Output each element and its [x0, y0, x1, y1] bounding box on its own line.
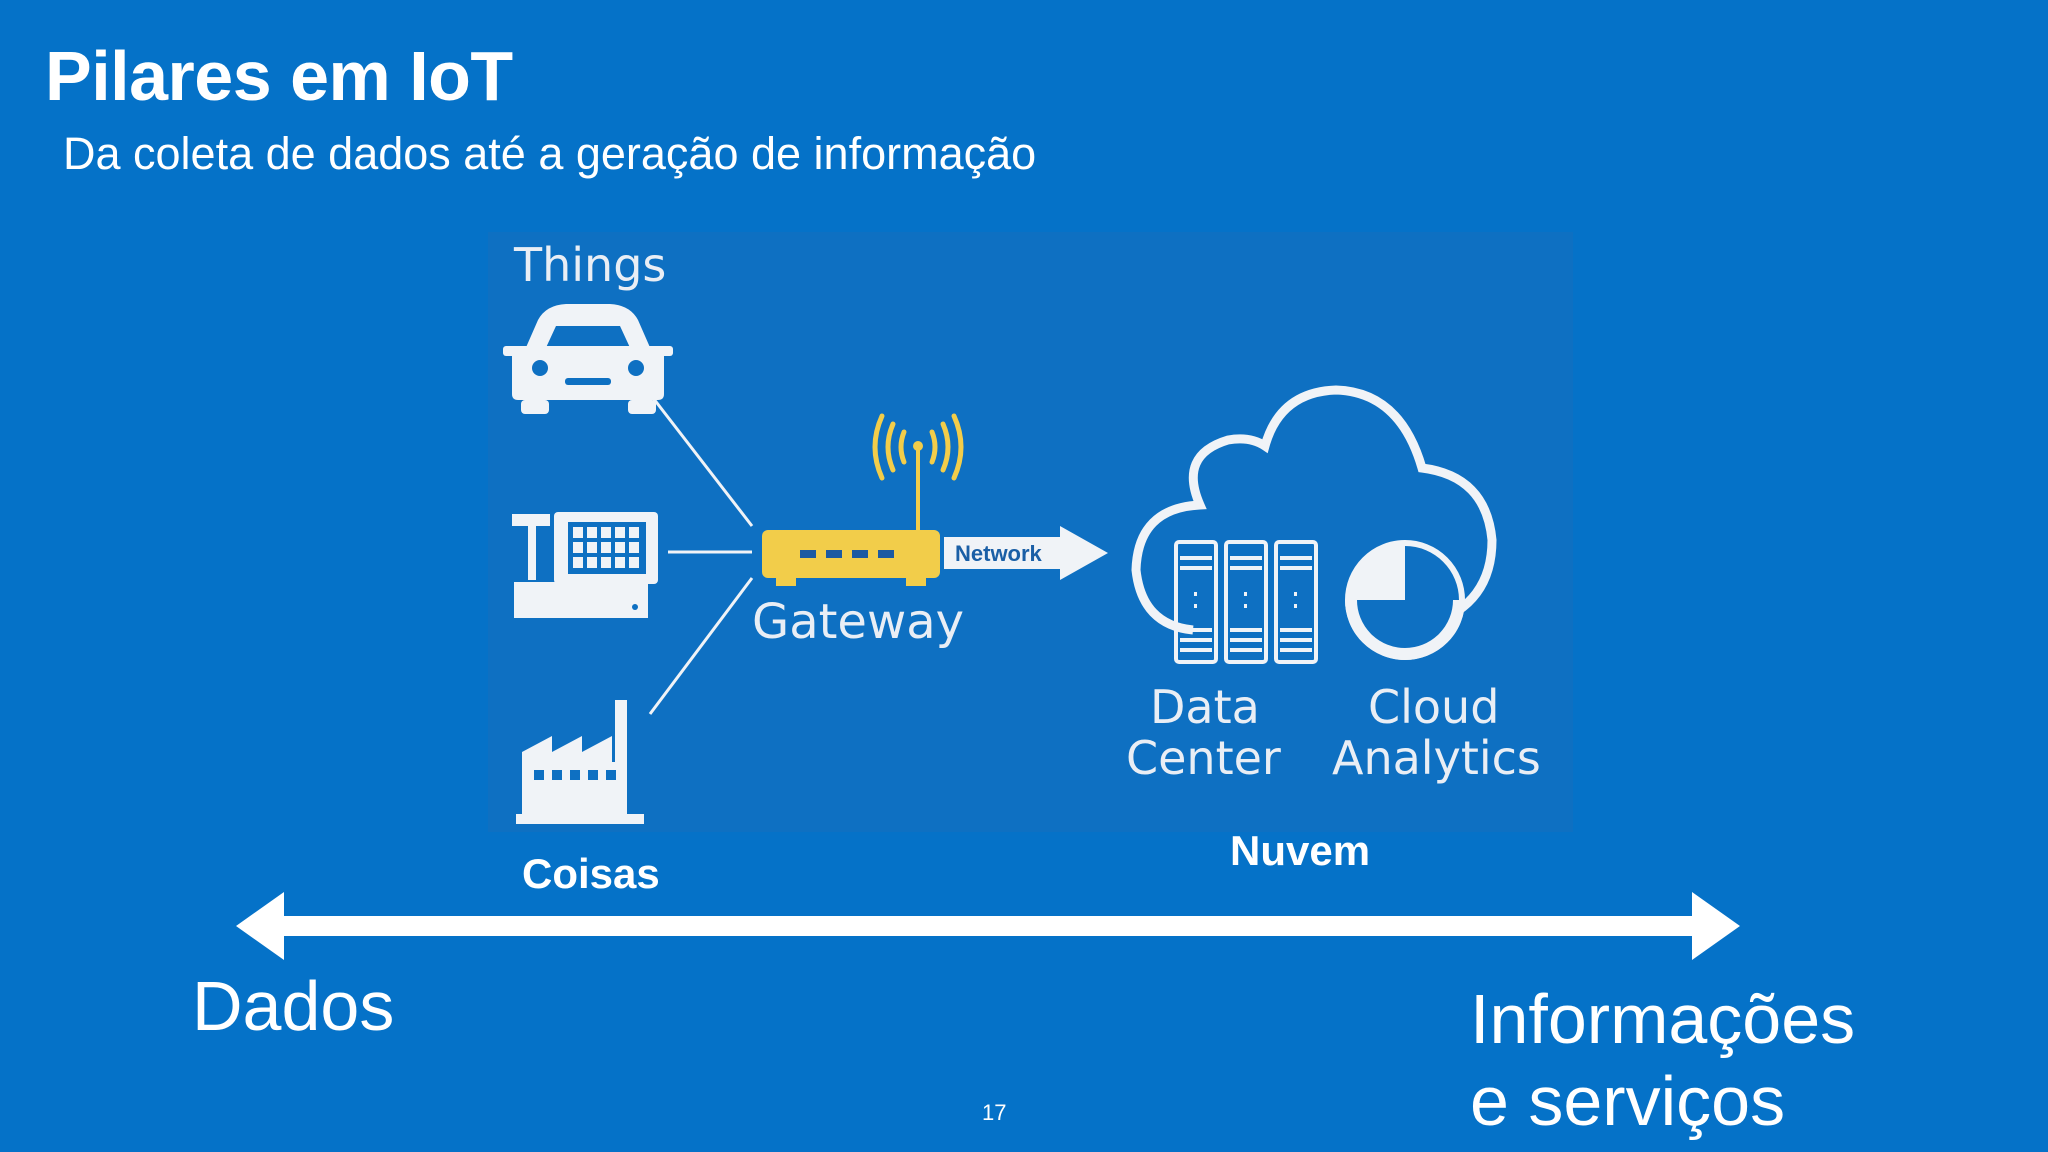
keypad-key — [601, 527, 611, 538]
gateway-icon — [762, 530, 940, 586]
network-arrow — [944, 526, 1108, 580]
slide-subtitle: Da coleta de dados até a geração de info… — [63, 128, 1037, 179]
slide-title: Pilares em IoT — [45, 37, 513, 115]
keypad-key — [587, 557, 597, 568]
keypad-key — [601, 557, 611, 568]
diagram-panel — [488, 232, 1573, 832]
things-label: Things — [514, 238, 667, 292]
keypad-grid — [573, 527, 639, 568]
keypad-key — [587, 542, 597, 553]
informacoes-label-line2: e serviços — [1470, 1062, 1786, 1140]
wifi-signal-icon — [872, 413, 964, 481]
page-number: 17 — [982, 1100, 1007, 1125]
keypad-key — [629, 527, 639, 538]
double-arrow — [236, 892, 1740, 960]
keypad-key — [629, 557, 639, 568]
keypad-key — [601, 542, 611, 553]
keypad-key — [615, 527, 625, 538]
factory-icon — [516, 700, 644, 824]
keypad-key — [587, 527, 597, 538]
antenna-tip — [913, 441, 923, 451]
dados-label: Dados — [192, 967, 395, 1045]
informacoes-label: Informações e serviços — [1470, 978, 1855, 1142]
keypad-key — [615, 557, 625, 568]
gateway-label: Gateway — [752, 594, 965, 650]
keypad-key — [615, 542, 625, 553]
network-label: Network — [955, 541, 1042, 566]
car-connection-line — [648, 393, 754, 527]
factory-connection-line — [648, 577, 754, 715]
cloud-analytics-label-line2: Analytics — [1332, 731, 1541, 785]
keypad-key — [629, 542, 639, 553]
server-rack-icon — [1174, 540, 1318, 664]
car-icon — [503, 304, 673, 414]
data-center-label-line1: Data — [1150, 680, 1260, 734]
cloud-icon — [1131, 385, 1497, 635]
data-center-label-line2: Center — [1126, 731, 1281, 785]
keypad-key — [573, 542, 583, 553]
analytics-pie-icon — [1345, 540, 1465, 660]
informacoes-label-line1: Informações — [1470, 980, 1856, 1058]
keypad-key — [573, 557, 583, 568]
coisas-label: Coisas — [522, 850, 660, 897]
cloud-analytics-label-line1: Cloud — [1368, 680, 1500, 734]
nuvem-label: Nuvem — [1230, 827, 1371, 874]
keypad-key — [573, 527, 583, 538]
